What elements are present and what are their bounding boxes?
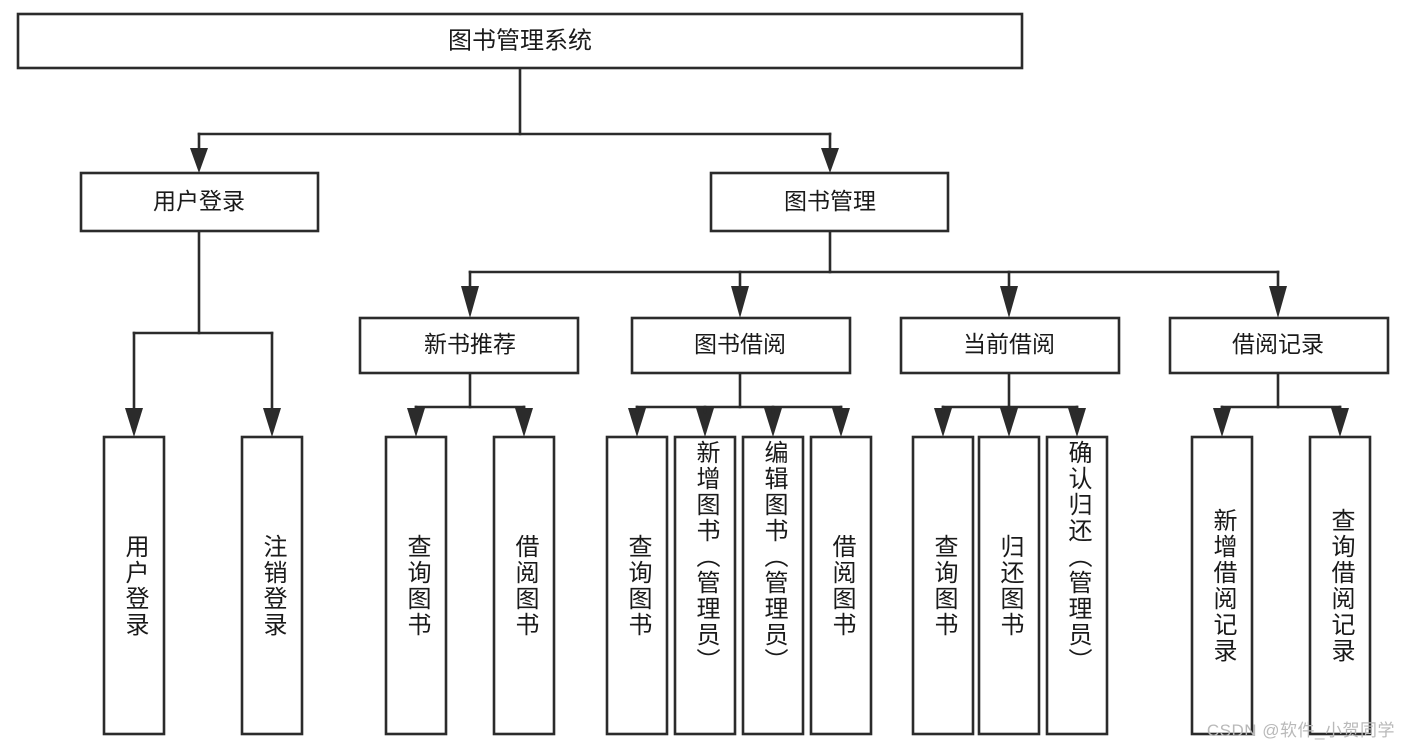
arrow-head-bb-leaf-4 [832,408,850,437]
node-book-borrow[interactable]: 图书借阅 [630,316,852,375]
node-root-label: 图书管理系统 [448,27,592,54]
leaf-box-nb-query-book[interactable] [384,435,448,736]
arrow-head-leaf-logout [263,408,281,437]
leaf-box-br-add-record[interactable] [1190,435,1254,736]
leaf-box-nb-borrow-book[interactable] [492,435,556,736]
leaf-box-br-query-record[interactable] [1308,435,1372,736]
node-user-login-label: 用户登录 [153,188,245,214]
connector-group-new-book [407,371,533,437]
arrow-head-nb-leaf-1 [407,408,425,437]
arrow-head-borrow-record [1269,286,1287,318]
arrow-head-br-leaf-2 [1331,408,1349,437]
arrow-head-book-manage [821,148,839,173]
arrow-head-current-borrow [1000,286,1018,318]
node-book-borrow-label: 图书借阅 [694,331,786,357]
leaf-box-cb-confirm-return[interactable] [1045,435,1109,736]
arrow-head-new-book [461,286,479,318]
leaf-boxes [102,435,1372,736]
arrow-head-book-borrow [731,286,749,318]
arrow-head-leaf-user-login [125,408,143,437]
arrow-head-cb-leaf-3 [1068,408,1086,437]
node-new-book-recommend[interactable]: 新书推荐 [358,316,580,375]
arrow-head-cb-leaf-2 [1000,408,1018,437]
arrow-head-user-login [190,148,208,173]
connector-group-user-login [125,229,281,437]
node-user-login[interactable]: 用户登录 [79,171,320,233]
leaf-box-cb-return-book[interactable] [977,435,1041,736]
connector-group-root [190,66,839,173]
connector-group-book-manage [461,229,1287,318]
leaf-box-bb-add-book[interactable] [673,435,737,736]
node-book-manage-box[interactable] [709,171,950,233]
arrow-head-br-leaf-1 [1213,408,1231,437]
arrow-head-bb-leaf-2 [696,408,714,437]
node-book-borrow-box[interactable] [630,316,852,375]
watermark: CSDN @软件_小贺同学 [1206,721,1395,740]
leaf-box-cb-query-book[interactable] [911,435,975,736]
node-new-book-recommend-box[interactable] [358,316,580,375]
node-borrow-record-label: 借阅记录 [1232,331,1324,357]
node-book-manage[interactable]: 图书管理 [709,171,950,233]
connector-group-borrow-record [1213,371,1349,437]
leaf-box-user-login[interactable] [102,435,166,736]
node-current-borrow[interactable]: 当前借阅 [899,316,1121,375]
connector-group-book-borrow [628,371,850,437]
node-root[interactable]: 图书管理系统 [16,12,1024,70]
node-root-box[interactable] [16,12,1024,70]
leaf-box-bb-query-book[interactable] [605,435,669,736]
arrow-head-nb-leaf-2 [515,408,533,437]
node-current-borrow-box[interactable] [899,316,1121,375]
node-current-borrow-label: 当前借阅 [963,331,1055,357]
connector-group-current-borrow [934,371,1086,437]
arrow-head-bb-leaf-3 [764,408,782,437]
leaf-box-logout[interactable] [240,435,304,736]
node-new-book-recommend-label: 新书推荐 [424,331,516,357]
arrow-head-bb-leaf-1 [628,408,646,437]
node-user-login-box[interactable] [79,171,320,233]
node-borrow-record-box[interactable] [1168,316,1390,375]
leaf-box-bb-borrow-book[interactable] [809,435,873,736]
node-book-manage-label: 图书管理 [784,188,876,214]
leaf-box-bb-edit-book[interactable] [741,435,805,736]
node-borrow-record[interactable]: 借阅记录 [1168,316,1390,375]
arrow-head-cb-leaf-1 [934,408,952,437]
